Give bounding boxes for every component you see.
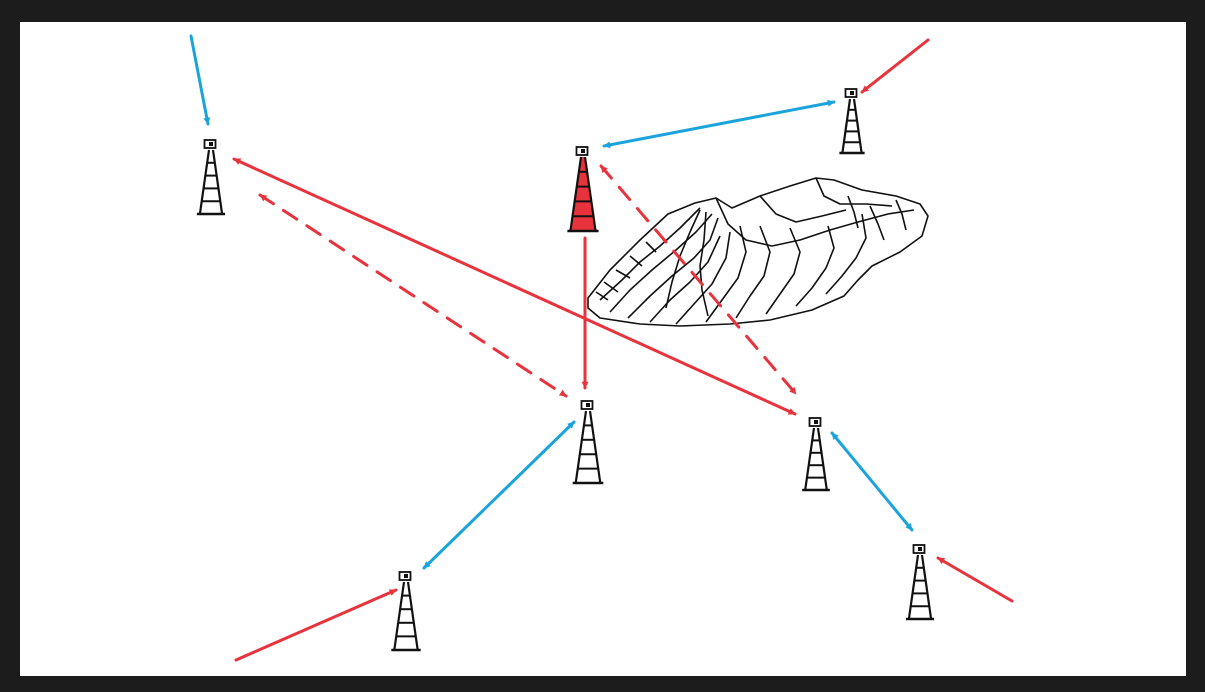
two-way-blue-solid-link xyxy=(832,433,912,530)
two-way-red-dashed-link xyxy=(260,195,566,396)
two-way-blue-solid-link xyxy=(424,422,574,568)
one-way-red-solid-link xyxy=(862,40,928,92)
radio-tower-icon xyxy=(802,418,830,490)
one-way-red-solid-link xyxy=(236,590,396,660)
mountain-icon xyxy=(588,178,928,326)
radio-tower-icon xyxy=(567,147,598,231)
radio-tower-icon xyxy=(391,572,420,650)
radio-tower-icon xyxy=(906,545,934,619)
radio-tower-icon xyxy=(839,89,864,153)
one-way-red-solid-link xyxy=(938,558,1012,601)
links-layer xyxy=(191,36,1012,660)
one-way-blue-solid-link xyxy=(191,36,208,124)
radio-tower-icon xyxy=(197,140,225,214)
two-way-blue-solid-link xyxy=(604,102,834,146)
radio-tower-icon xyxy=(573,401,604,483)
towers-layer xyxy=(197,89,934,650)
